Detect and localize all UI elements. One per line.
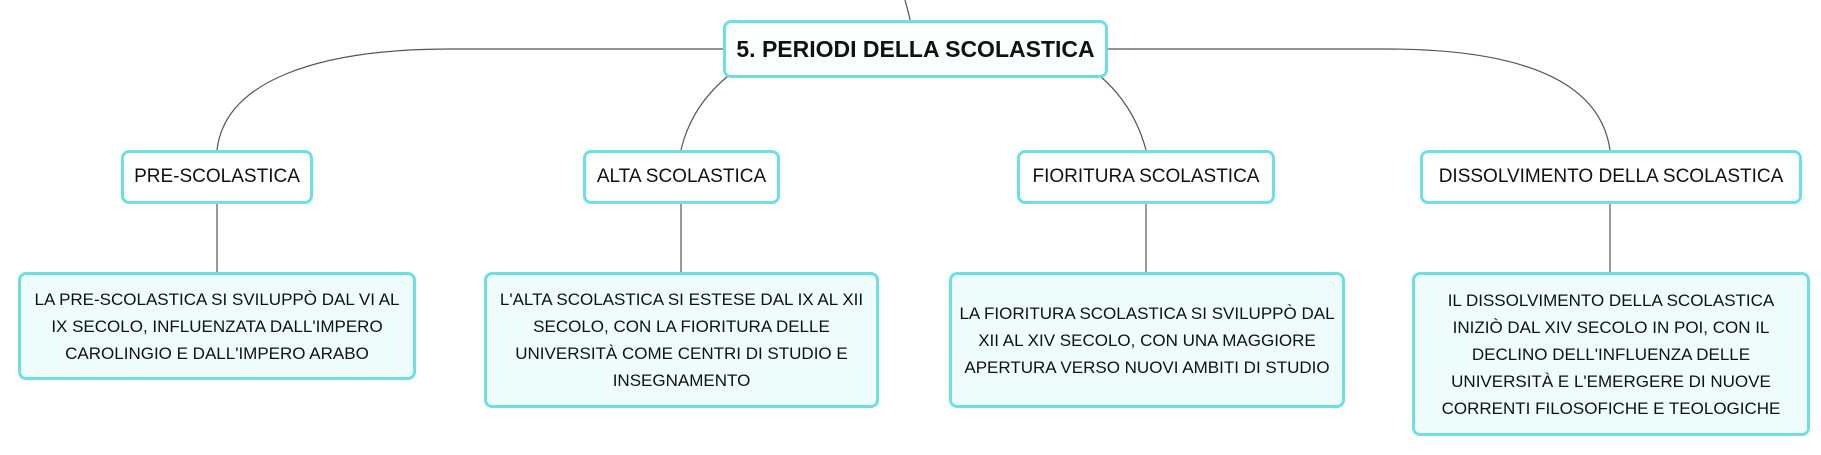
topic-dissolvimento-della-scolastica[interactable]: DISSOLVIMENTO DELLA SCOLASTICA <box>1420 150 1802 204</box>
topic-fioritura-scolastica[interactable]: FIORITURA SCOLASTICA <box>1017 150 1275 204</box>
root-topic-label: 5. PERIODI DELLA SCOLASTICA <box>736 35 1095 62</box>
detail-text: IL DISSOLVIMENTO DELLA SCOLASTICA INIZIÒ… <box>1441 290 1781 418</box>
topic-label: FIORITURA SCOLASTICA <box>1032 166 1260 187</box>
topic-pre-scolastica[interactable]: PRE-SCOLASTICA <box>121 150 313 204</box>
detail-pre-scolastica[interactable]: LA PRE-SCOLASTICA SI SVILUPPÒ DAL VI AL … <box>18 272 416 380</box>
connector-root-to-fioritura-scolastica <box>1099 75 1147 151</box>
topic-label: PRE-SCOLASTICA <box>134 166 300 187</box>
detail-text: LA FIORITURA SCOLASTICA SI SVILUPPÒ DAL … <box>959 303 1335 377</box>
parent-connector <box>904 0 911 21</box>
detail-fioritura-scolastica[interactable]: LA FIORITURA SCOLASTICA SI SVILUPPÒ DAL … <box>949 272 1345 408</box>
connector-root-to-pre-scolastica <box>216 48 723 151</box>
detail-dissolvimento-della-scolastica[interactable]: IL DISSOLVIMENTO DELLA SCOLASTICA INIZIÒ… <box>1412 272 1810 436</box>
topic-label: DISSOLVIMENTO DELLA SCOLASTICA <box>1438 166 1784 187</box>
connector-root-to-alta-scolastica <box>680 75 729 151</box>
detail-alta-scolastica[interactable]: L'ALTA SCOLASTICA SI ESTESE DAL IX AL XI… <box>484 272 879 408</box>
root-topic[interactable]: 5. PERIODI DELLA SCOLASTICA <box>723 20 1108 78</box>
topic-alta-scolastica[interactable]: ALTA SCOLASTICA <box>583 150 780 204</box>
detail-text: LA PRE-SCOLASTICA SI SVILUPPÒ DAL VI AL … <box>34 289 400 363</box>
topic-label: ALTA SCOLASTICA <box>596 166 767 187</box>
detail-text: L'ALTA SCOLASTICA SI ESTESE DAL IX AL XI… <box>499 290 864 390</box>
connector-root-to-dissolvimento <box>1108 48 1611 151</box>
